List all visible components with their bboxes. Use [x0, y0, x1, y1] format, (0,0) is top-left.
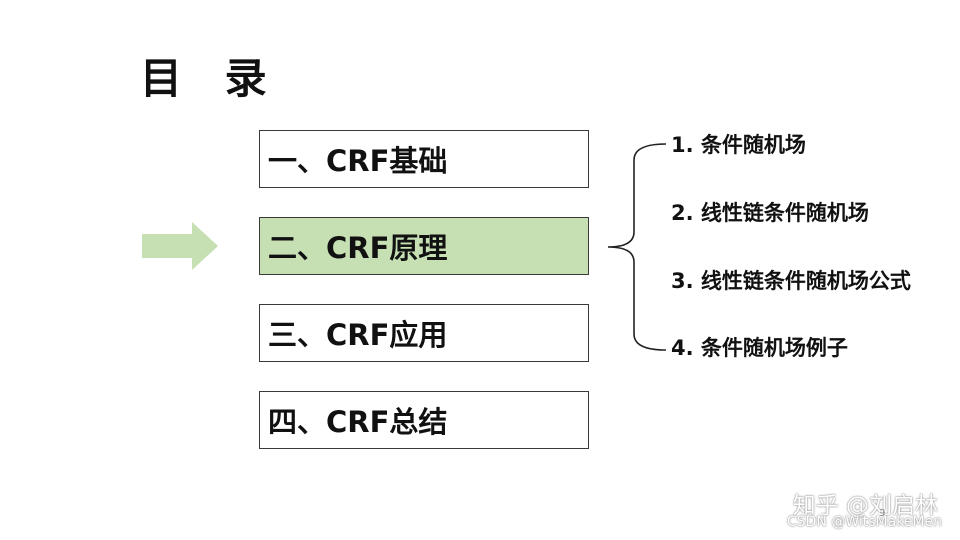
right-arrow-icon	[142, 222, 218, 270]
section-label: 三、CRF应用	[268, 318, 448, 352]
subsection-item-2[interactable]: 2. 线性链条件随机场	[671, 201, 869, 225]
section-item-3[interactable]: 三、CRF应用	[259, 304, 589, 362]
section-item-2-active[interactable]: 二、CRF原理	[259, 217, 589, 275]
arrow-shape	[142, 222, 218, 270]
section-item-4[interactable]: 四、CRF总结	[259, 391, 589, 449]
section-item-1[interactable]: 一、CRF基础	[259, 130, 589, 188]
left-brace-icon	[607, 143, 667, 351]
page-title: 目 录	[140, 54, 281, 103]
page-number: 9	[879, 508, 886, 519]
brace-path	[607, 143, 667, 351]
subsection-item-1[interactable]: 1. 条件随机场	[671, 133, 806, 157]
subsection-item-3[interactable]: 3. 线性链条件随机场公式	[671, 269, 911, 293]
section-label: 一、CRF基础	[268, 144, 448, 178]
zhihu-watermark: 知乎 @刘启林	[792, 493, 938, 519]
section-label: 二、CRF原理	[268, 231, 448, 265]
section-label: 四、CRF总结	[268, 405, 448, 439]
csdn-watermark: CSDN @WitsMakeMen	[786, 514, 942, 530]
subsection-item-4[interactable]: 4. 条件随机场例子	[671, 336, 848, 360]
